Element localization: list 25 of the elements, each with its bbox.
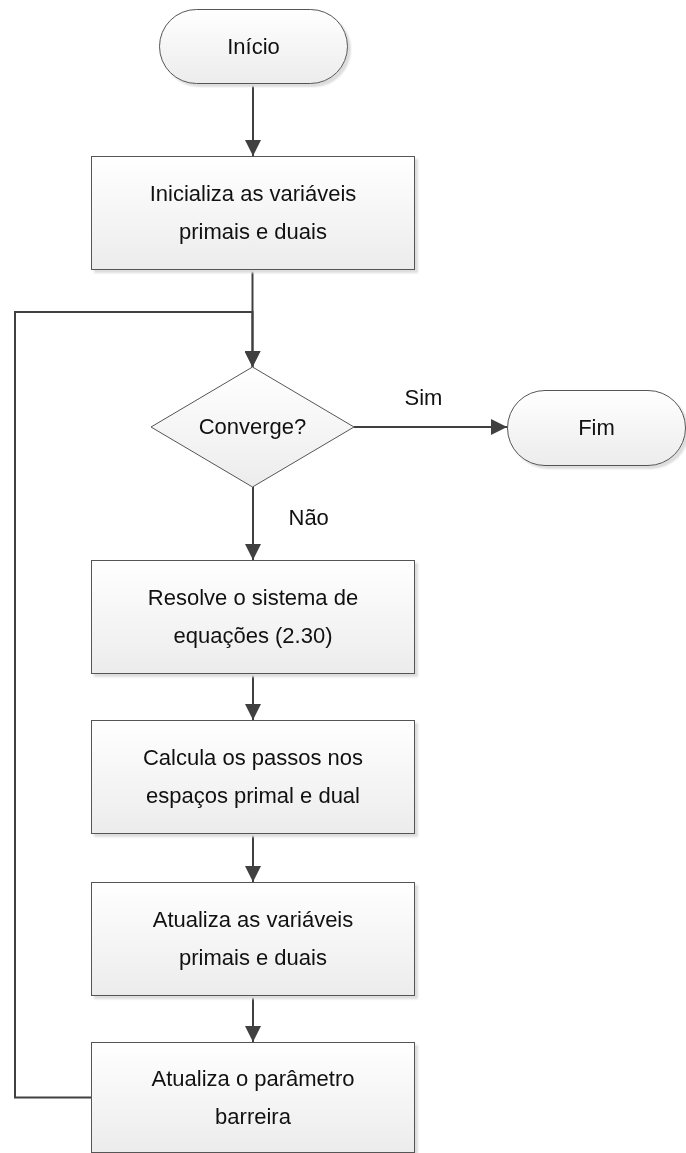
node-text: Converge? [198, 413, 307, 441]
process-box [91, 560, 415, 674]
node-text: Atualiza as variáveis primais e duais [151, 906, 355, 972]
terminal-shape [507, 390, 686, 466]
arrow [245, 83, 261, 157]
node-text: Fim [578, 414, 615, 442]
arrow [245, 833, 261, 883]
arrow [245, 486, 261, 561]
process-box [91, 156, 415, 270]
node-text: Inicializa as variáveis primais e duais [148, 180, 358, 246]
terminal-shape [159, 9, 348, 84]
arrow [245, 995, 261, 1043]
node-text: Atualiza o parâmetro barreira [150, 1064, 356, 1131]
node-text: Calcula os passos nos espaços primal e dual [141, 744, 365, 810]
edge-label: Sim [404, 385, 443, 411]
edge-label: Não [288, 505, 329, 531]
decision-diamond [151, 367, 354, 487]
arrow [14, 311, 261, 1099]
arrow [245, 673, 261, 721]
process-box [91, 882, 415, 996]
node-text: Início [227, 32, 280, 61]
node-text: Resolve o sistema de equações (2.30) [146, 584, 360, 650]
process-box [91, 1042, 415, 1153]
arrow [353, 419, 508, 435]
process-box [91, 720, 415, 834]
